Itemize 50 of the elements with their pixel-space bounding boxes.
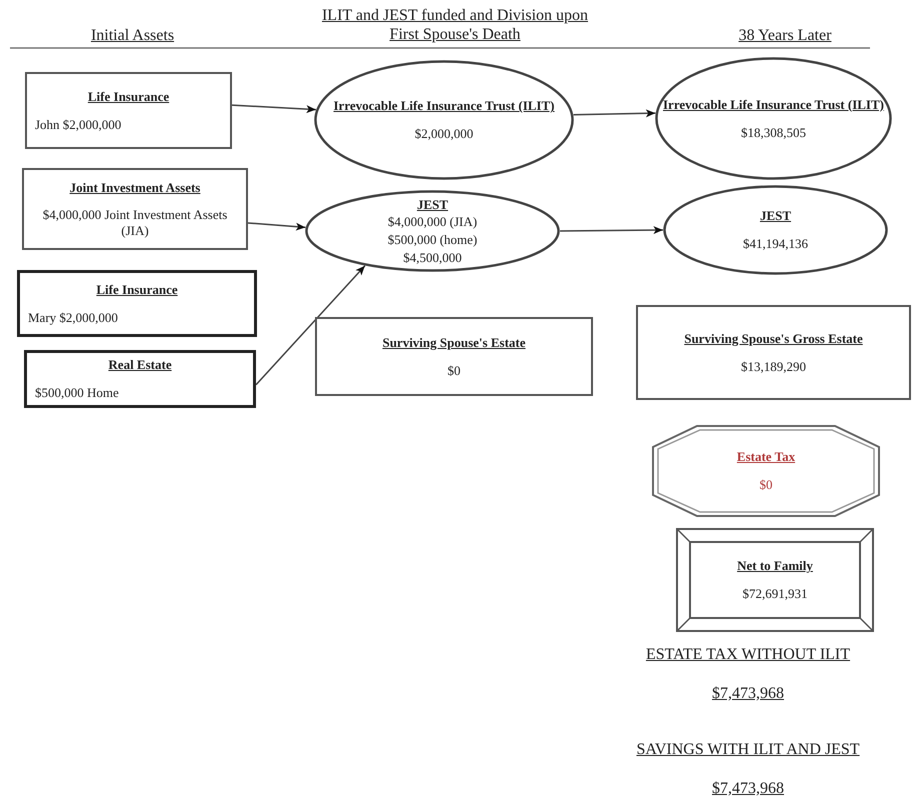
trust-ellipse xyxy=(314,60,574,180)
arrow xyxy=(248,222,306,231)
amount-text: John $2,000,000 xyxy=(35,116,122,132)
trust-ellipse xyxy=(663,185,888,275)
arrow xyxy=(573,109,656,118)
amount-text: $500,000 (home) xyxy=(388,232,478,248)
asset-box xyxy=(315,317,593,396)
node-heading: Joint Investment Assets xyxy=(70,180,200,196)
amount-text: $41,194,136 xyxy=(743,236,808,252)
asset-box xyxy=(24,350,256,408)
summary-amount: $7,473,968 xyxy=(711,779,785,798)
node-heading: Irrevocable Life Insurance Trust (ILIT) xyxy=(334,98,554,114)
node-heading: Irrevocable Life Insurance Trust (ILIT) xyxy=(663,96,884,112)
column-heading: ILIT and JEST funded and Division upon First Spouse's Death xyxy=(320,6,590,44)
node-heading: Life Insurance xyxy=(88,88,170,104)
node-heading: Surviving Spouse's Estate xyxy=(382,334,526,350)
amount-text: $18,308,505 xyxy=(741,124,806,140)
summary-amount: $7,473,968 xyxy=(711,684,785,704)
summary-heading: SAVINGS WITH ILIT AND JEST xyxy=(635,740,861,760)
column-heading: 38 Years Later xyxy=(738,26,832,46)
node-heading: JEST xyxy=(760,208,792,224)
amount-text: $72,691,931 xyxy=(742,586,808,602)
node-heading: JEST xyxy=(416,196,448,212)
arrow xyxy=(255,265,366,386)
amount-text: Mary $2,000,000 xyxy=(28,310,118,326)
asset-box xyxy=(25,72,232,149)
amount-text: $13,189,290 xyxy=(741,358,806,374)
asset-box xyxy=(22,168,248,250)
column-heading: Initial Assets xyxy=(90,26,176,46)
framed-box xyxy=(676,528,874,632)
asset-box xyxy=(636,305,911,400)
trust-ellipse xyxy=(655,57,892,180)
amount-text: $4,000,000 (JIA) xyxy=(388,214,478,230)
node-heading: Life Insurance xyxy=(96,282,178,298)
arrow xyxy=(232,104,316,114)
asset-box xyxy=(17,270,257,337)
node-heading: Surviving Spouse's Gross Estate xyxy=(684,330,863,346)
amount-text: $500,000 Home xyxy=(35,385,119,401)
arrow xyxy=(560,226,663,234)
trust-ellipse xyxy=(305,190,560,272)
amount-text: $2,000,000 xyxy=(414,126,474,142)
amount-text: $4,000,000 Joint Investment Assets (JIA) xyxy=(42,207,228,238)
summary-heading: ESTATE TAX WITHOUT ILIT xyxy=(644,645,852,664)
amount-text: $4,500,000 xyxy=(403,250,462,266)
node-heading: Real Estate xyxy=(108,357,172,373)
node-heading: Net to Family xyxy=(737,558,813,574)
amount-text: $0 xyxy=(760,477,772,493)
node-heading: Estate Tax xyxy=(736,449,796,465)
estate-tax-octagon xyxy=(652,425,880,517)
amount-text: $0 xyxy=(448,362,460,378)
